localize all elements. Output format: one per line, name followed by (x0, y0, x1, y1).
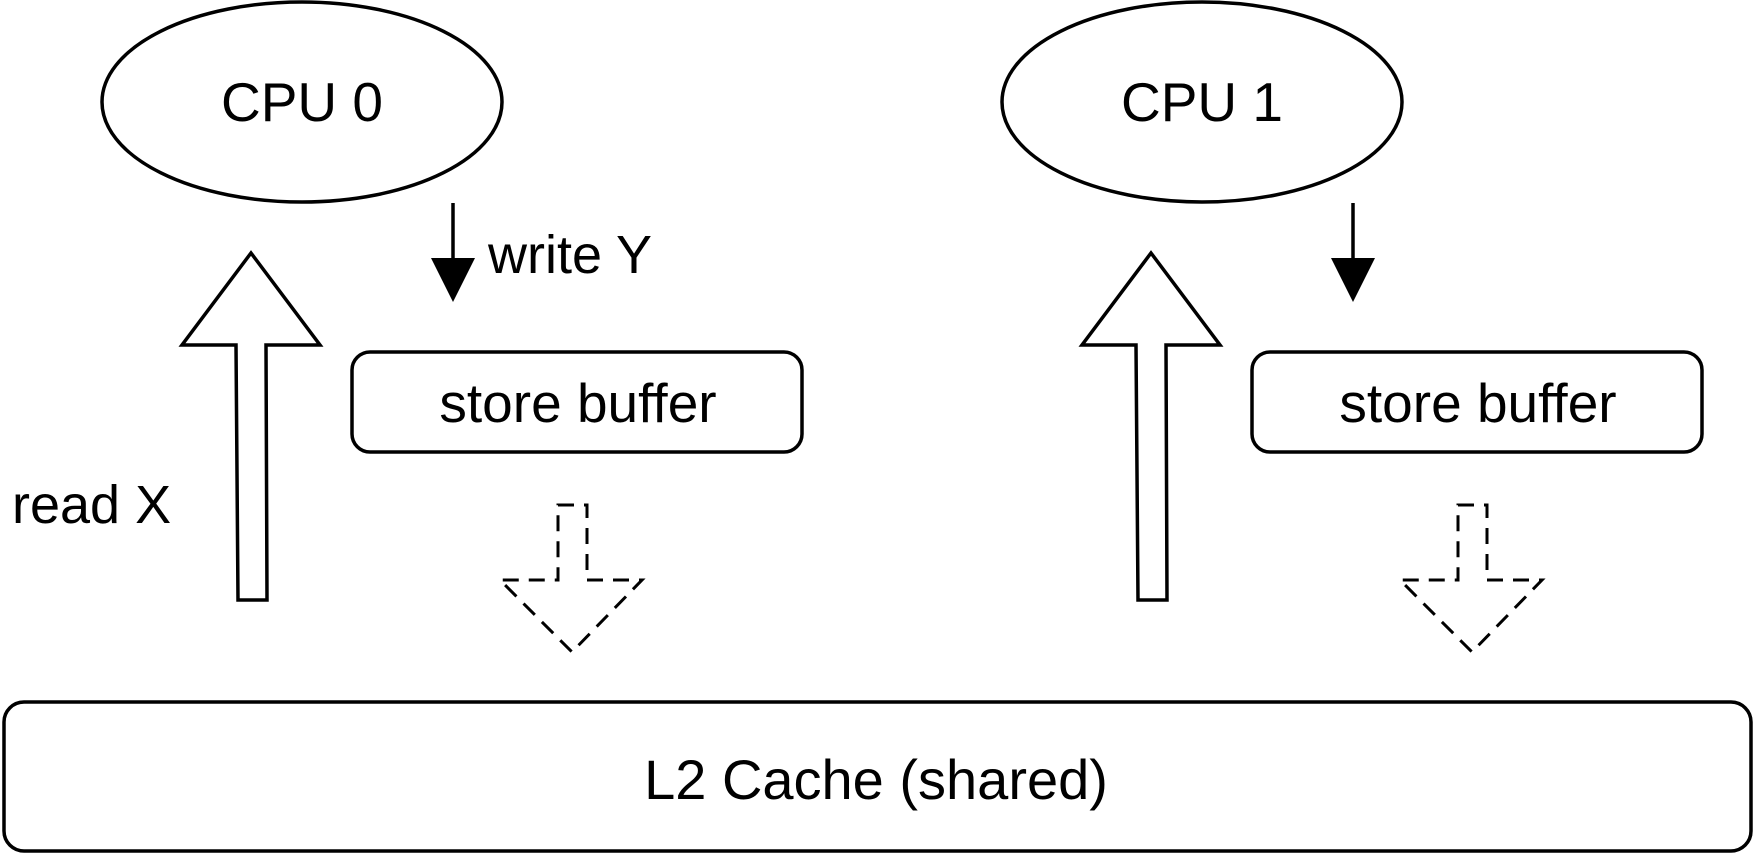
cpu-1-write-arrow (1331, 203, 1375, 302)
cpu-1-read-arrow (1078, 250, 1224, 602)
cpu-0-store-buffer (350, 350, 804, 454)
cpu-1-drain-arrow (1396, 503, 1546, 655)
cpu-0-read-arrow (178, 250, 324, 602)
cpu-1-label: CPU 1 (1121, 71, 1283, 133)
cpu-1-group: CPU 1 store buffer (1000, 0, 1704, 655)
cpu-1-store-buffer-label: store buffer (1339, 372, 1616, 434)
cpu-0-write-arrow (431, 203, 475, 302)
cpu-0-write-label: write Y (487, 225, 652, 285)
cpu-0-label: CPU 0 (221, 71, 383, 133)
cpu-1-store-buffer (1250, 350, 1704, 454)
l2-cache-label: L2 Cache (shared) (644, 748, 1108, 811)
cpu-1-node (1000, 0, 1404, 204)
l2-cache (2, 700, 1753, 853)
cpu-0-drain-arrow (496, 503, 646, 655)
cpu-0-read-label: read X (12, 475, 171, 535)
cpu-0-store-buffer-label: store buffer (439, 372, 716, 434)
cpu-0-group: CPU 0 write Y read X store buffer (12, 0, 804, 655)
cpu-0-node (100, 0, 504, 204)
